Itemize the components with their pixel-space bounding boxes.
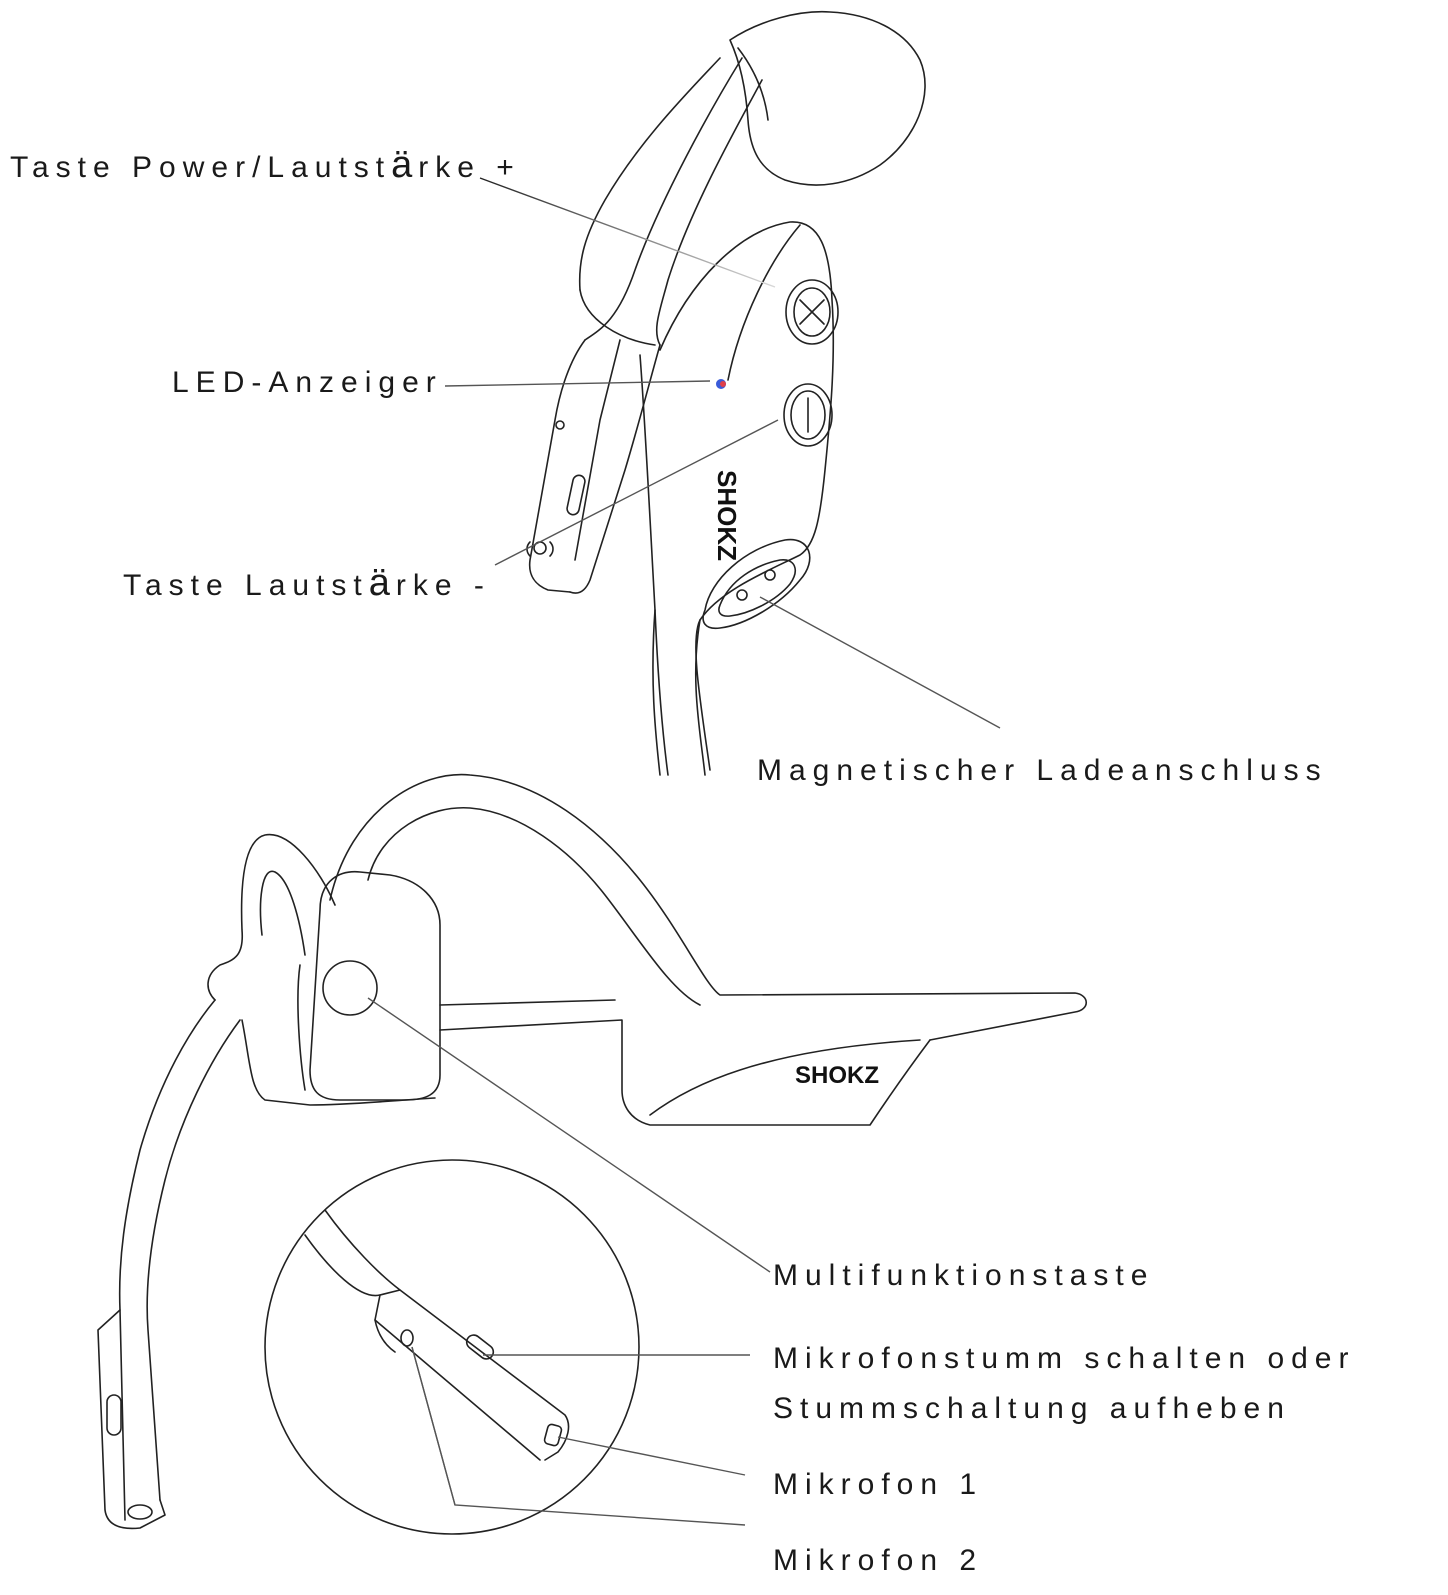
label-charging-port: Magnetischer Ladeanschluss [757,752,1328,790]
leader-multifunction [368,998,770,1272]
label-multifunction-button: Multifunktionstaste [773,1257,1154,1295]
leader-mic2 [412,1347,745,1525]
label-power-volume-up: Taste Power/Lautstärke + [10,142,521,190]
leader-led [445,381,710,386]
label-mute-line-2: Stummschaltung aufheben [773,1390,1291,1428]
leader-charging [760,597,1000,728]
label-volume-down: Taste Lautstärke - [123,560,491,608]
shokz-logo-bottom: SHOKZ [795,1062,879,1089]
shokz-logo-top: SHOKZ [712,470,742,561]
leader-mic1 [558,1437,745,1475]
leader-power [480,178,775,287]
label-mic-2: Mikrofon 2 [773,1542,983,1580]
label-led-indicator: LED-Anzeiger [172,364,443,402]
top-headset-drawing [527,12,925,775]
label-mute-line-1: Mikrofonstumm schalten oder [773,1340,1356,1378]
label-mic-1: Mikrofon 1 [773,1466,983,1504]
